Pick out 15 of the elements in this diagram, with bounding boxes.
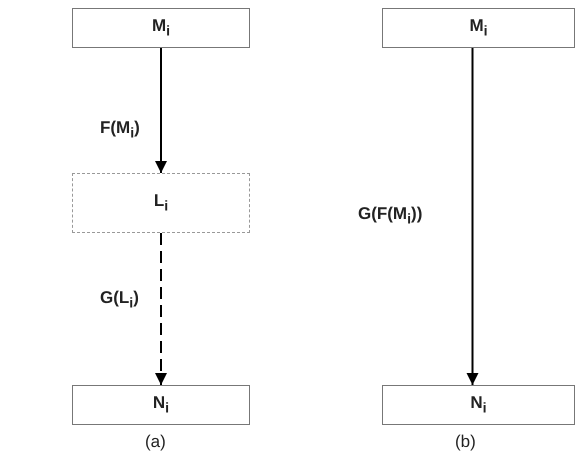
node-label: M$_{i}$ — [469, 16, 488, 40]
node-label: M$_{i}$ — [152, 16, 170, 40]
process-box — [382, 385, 575, 425]
node-label: N$_{i}$ — [470, 393, 487, 417]
panel-caption: (a) — [145, 432, 166, 452]
panel-caption: (b) — [455, 432, 476, 452]
node-label: N$_{i}$ — [152, 393, 170, 417]
arrow — [466, 48, 478, 385]
node-label: L$_{i}$ — [154, 191, 168, 215]
arrow — [155, 48, 167, 173]
process-box — [72, 385, 250, 425]
dashed-box — [72, 173, 250, 233]
process-box — [382, 8, 575, 48]
process-box — [72, 8, 250, 48]
arrow — [155, 233, 167, 385]
